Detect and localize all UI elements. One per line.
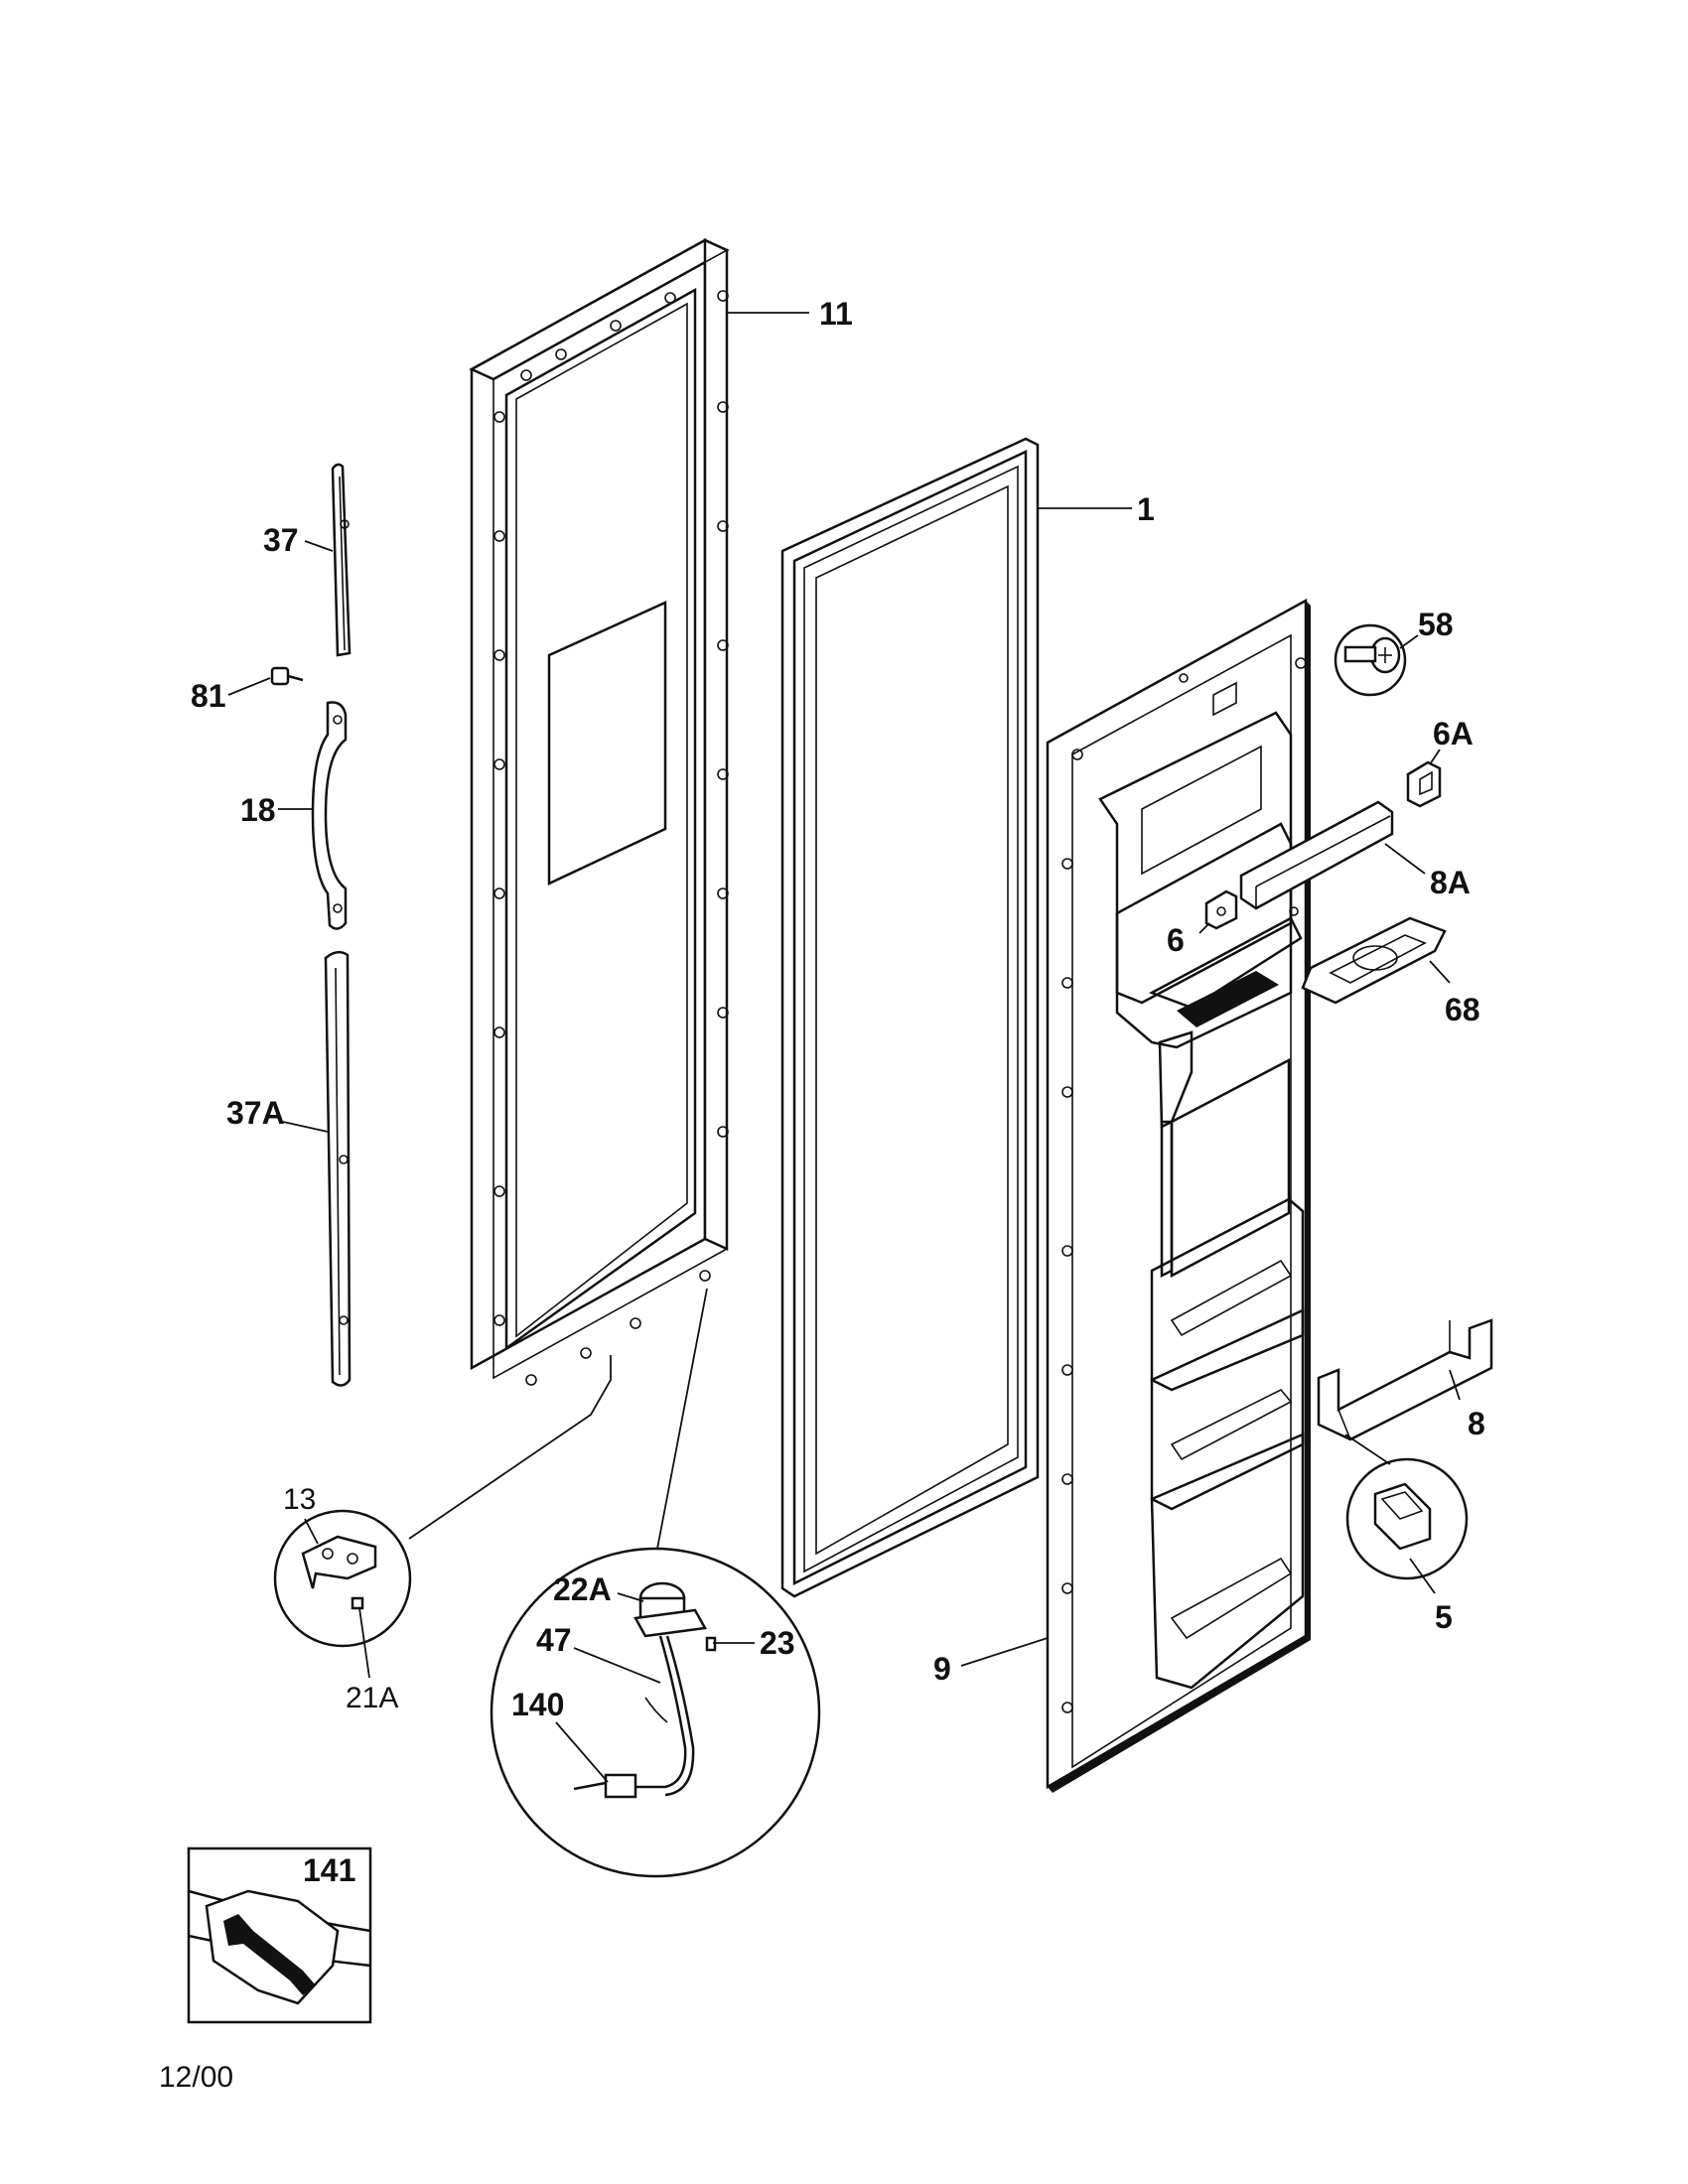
callout-6A: 6A bbox=[1433, 716, 1474, 751]
callout-37A: 37A bbox=[226, 1095, 285, 1131]
handle-trim-37 bbox=[331, 463, 352, 657]
pivot-6 bbox=[1204, 889, 1238, 930]
screw-58 bbox=[1334, 623, 1407, 697]
callout-68: 68 bbox=[1445, 992, 1480, 1027]
door-outer-panel-11 bbox=[469, 237, 730, 1386]
hinge-block-6A bbox=[1406, 760, 1442, 808]
cap-5-detail bbox=[1345, 1457, 1469, 1580]
callout-6: 6 bbox=[1167, 922, 1185, 958]
callout-22A: 22A bbox=[553, 1571, 612, 1607]
callout-58: 58 bbox=[1418, 607, 1454, 642]
callout-8: 8 bbox=[1468, 1406, 1485, 1441]
callout-37: 37 bbox=[263, 522, 299, 558]
callout-81: 81 bbox=[191, 678, 226, 714]
screw-81 bbox=[270, 666, 304, 686]
hinge-13-detail bbox=[273, 1509, 412, 1648]
callout-47: 47 bbox=[536, 1622, 572, 1658]
callout-18: 18 bbox=[240, 792, 276, 828]
bracket-8 bbox=[1317, 1318, 1493, 1441]
callout-13: 13 bbox=[283, 1483, 316, 1516]
dispenser-pad-68 bbox=[1301, 916, 1447, 1005]
callout-1: 1 bbox=[1137, 491, 1155, 527]
door-gasket-1 bbox=[780, 437, 1040, 1598]
revision-date: 12/00 bbox=[159, 2061, 233, 2094]
callout-11: 11 bbox=[819, 296, 853, 332]
wrench-tag-141-inset bbox=[187, 1846, 372, 2024]
door-liner-9 bbox=[1046, 598, 1311, 1793]
callout-5: 5 bbox=[1435, 1599, 1453, 1635]
callout-23: 23 bbox=[760, 1625, 795, 1661]
leader-lines bbox=[227, 312, 1461, 1783]
switch-harness-detail bbox=[490, 1547, 821, 1878]
handle-trim-37A bbox=[324, 950, 352, 1387]
callout-141: 141 bbox=[303, 1852, 355, 1888]
callout-21A: 21A bbox=[346, 1682, 398, 1714]
callout-8A: 8A bbox=[1430, 865, 1471, 900]
callout-140: 140 bbox=[511, 1687, 564, 1722]
door-handle-18 bbox=[311, 701, 348, 930]
callout-9: 9 bbox=[933, 1651, 951, 1687]
shelf-rail-8A bbox=[1239, 800, 1394, 910]
